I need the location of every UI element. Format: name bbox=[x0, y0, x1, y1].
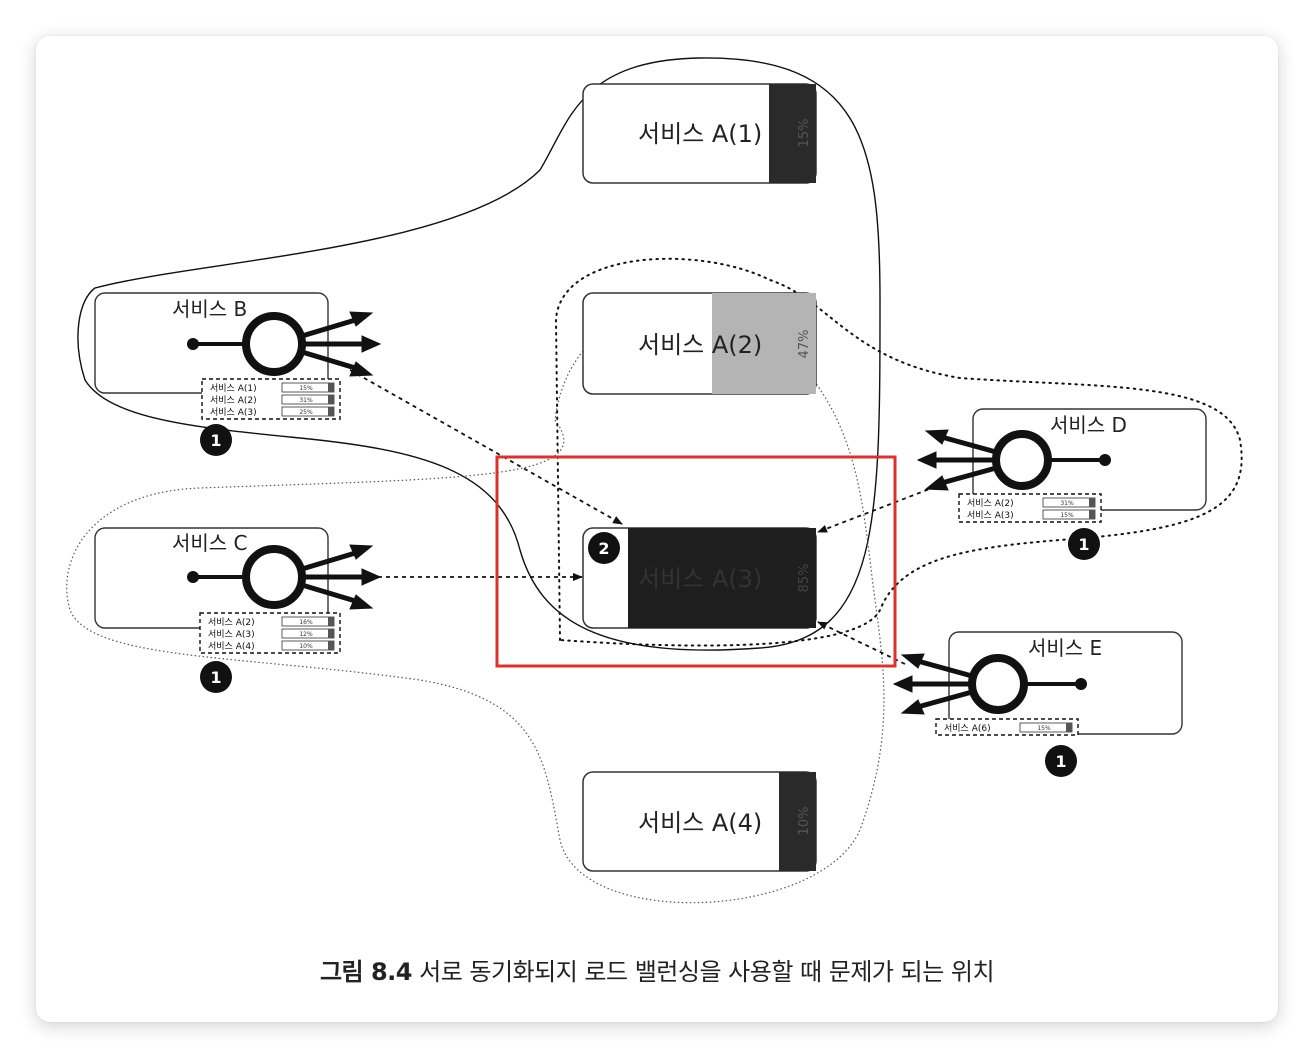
service-a2-label: 서비스 A(2) bbox=[638, 331, 762, 359]
service-c-badge: 1 bbox=[200, 661, 232, 693]
problem-badge-number: 2 bbox=[598, 539, 609, 558]
weight-row-name: 서비스 A(3) bbox=[967, 510, 1014, 521]
load-balancer-icon bbox=[242, 312, 306, 376]
service-a3-label: 서비스 A(3) bbox=[638, 565, 762, 593]
fanout-arrows-icon bbox=[301, 544, 382, 610]
service-a2-load-bar bbox=[712, 293, 816, 394]
service-c-badge-number: 1 bbox=[210, 668, 221, 687]
arrow-b-to-a3 bbox=[349, 369, 623, 525]
service-e-node: 서비스 E 서비스 A(6) 15% 1 bbox=[892, 631, 1183, 777]
service-e-badge: 1 bbox=[1045, 745, 1077, 777]
service-a2-load-percent: 47% bbox=[797, 330, 812, 359]
service-b-label: 서비스 B bbox=[172, 297, 247, 321]
weight-row-name: 서비스 A(2) bbox=[967, 498, 1014, 509]
service-a3-load-bar bbox=[628, 528, 816, 628]
weight-row-percent: 31% bbox=[299, 397, 313, 404]
service-d-badge-number: 1 bbox=[1078, 535, 1089, 554]
service-a3-load-percent: 85% bbox=[797, 564, 812, 593]
fanout-arrows-icon bbox=[892, 653, 973, 715]
weight-row-percent: 12% bbox=[299, 631, 313, 638]
service-d-weight-table: 서비스 A(2) 31% 서비스 A(3) 15% bbox=[958, 493, 1102, 523]
figure-caption-text: 서로 동기화되지 로드 밸런싱을 사용할 때 문제가 되는 위치 bbox=[419, 958, 995, 986]
service-a1-load-bar bbox=[769, 84, 816, 183]
fanout-arrows-icon bbox=[916, 429, 997, 491]
service-a1-label: 서비스 A(1) bbox=[638, 120, 762, 148]
weight-row-percent: 15% bbox=[1060, 512, 1074, 519]
service-a2-box: 서비스 A(2) 47% bbox=[582, 292, 817, 395]
service-a4-load-bar bbox=[779, 772, 816, 871]
service-a4-load-percent: 10% bbox=[797, 807, 812, 836]
service-d-badge: 1 bbox=[1068, 528, 1100, 560]
service-a1-box: 서비스 A(1) 15% bbox=[582, 83, 817, 184]
weight-row-percent: 10% bbox=[299, 643, 313, 650]
load-balancer-icon bbox=[242, 545, 306, 609]
service-c-label: 서비스 C bbox=[172, 531, 248, 555]
weight-row-name: 서비스 A(2) bbox=[208, 617, 255, 628]
weight-row-name: 서비스 A(6) bbox=[944, 723, 991, 734]
service-a4-label: 서비스 A(4) bbox=[638, 809, 762, 837]
weight-row-name: 서비스 A(4) bbox=[208, 641, 255, 652]
service-d-node: 서비스 D 서비스 A(2) 31% 서비스 A(3) 15% 1 bbox=[916, 408, 1207, 560]
weight-row-name: 서비스 A(3) bbox=[210, 407, 257, 418]
weight-row-percent: 15% bbox=[1037, 725, 1051, 732]
weight-row-name: 서비스 A(2) bbox=[210, 395, 257, 406]
weight-row-percent: 25% bbox=[299, 409, 313, 416]
service-b-weight-table: 서비스 A(1) 15% 서비스 A(2) 31% 서비스 A(3) 25% bbox=[201, 378, 341, 420]
service-b-badge: 1 bbox=[200, 424, 232, 456]
service-a3-box: 서비스 A(3) 85% bbox=[582, 527, 817, 629]
service-c-weight-table: 서비스 A(2) 16% 서비스 A(3) 12% 서비스 A(4) 10% bbox=[199, 612, 341, 654]
weight-row-percent: 31% bbox=[1060, 500, 1074, 507]
arrow-e-to-a3 bbox=[817, 621, 906, 665]
service-e-weight-table: 서비스 A(6) 15% bbox=[935, 718, 1079, 736]
service-c-group-outline bbox=[66, 305, 885, 904]
service-d-group-outline bbox=[554, 257, 1243, 647]
service-c-node: 서비스 C 서비스 A(2)16%서비스 A(3)12%서비스 A(4)10% … bbox=[94, 527, 382, 693]
service-e-badge-number: 1 bbox=[1055, 752, 1066, 771]
weight-row-percent: 15% bbox=[299, 385, 313, 392]
weight-row-percent: 16% bbox=[299, 619, 313, 626]
service-a4-box: 서비스 A(4) 10% bbox=[582, 771, 817, 872]
service-e-label: 서비스 E bbox=[1028, 636, 1102, 660]
load-balancer-icon bbox=[968, 654, 1028, 714]
service-a1-load-percent: 15% bbox=[797, 119, 812, 148]
problem-badge: 2 bbox=[588, 532, 620, 564]
figure-caption: 그림 8.4 서로 동기화되지 로드 밸런싱을 사용할 때 문제가 되는 위치 bbox=[0, 952, 1314, 987]
service-b-badge-number: 1 bbox=[210, 431, 221, 450]
service-b-group-outline bbox=[77, 57, 881, 651]
load-balancer-icon bbox=[992, 430, 1052, 490]
service-d-label: 서비스 D bbox=[1050, 413, 1127, 437]
service-b-node: 서비스 B 서비스 A(1)15%서비스 A(2)31%서비스 A(3)25% … bbox=[94, 292, 382, 456]
weight-row-name: 서비스 A(1) bbox=[210, 383, 257, 394]
highlight-box bbox=[495, 455, 897, 668]
figure-number: 그림 8.4 bbox=[319, 958, 413, 986]
weight-row-name: 서비스 A(3) bbox=[208, 629, 255, 640]
fanout-arrows-icon bbox=[301, 311, 382, 377]
